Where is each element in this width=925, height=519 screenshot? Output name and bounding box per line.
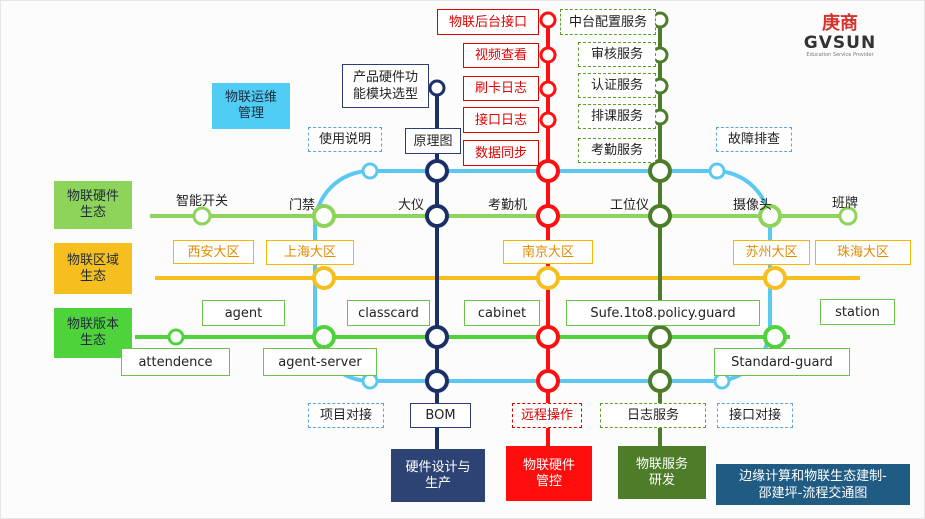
station-red-1 xyxy=(539,11,557,29)
ops-eco-box: 物联运维 管理 xyxy=(212,83,290,129)
label-classcard: classcard xyxy=(347,300,430,326)
label-module-selection: 产品硬件功 能模块选型 xyxy=(342,64,429,108)
station-project-integration xyxy=(361,372,379,390)
terminal-hardware-design: 硬件设计与 生产 xyxy=(391,449,485,502)
label-shanghai: 上海大区 xyxy=(266,240,354,265)
station-ring-red-top xyxy=(536,159,560,183)
station-board xyxy=(838,206,858,226)
label-red-video: 视频查看 xyxy=(463,43,539,68)
station-attendance-machine xyxy=(536,204,560,228)
station-ring-navy-bottom xyxy=(425,369,449,393)
station-policy-guard xyxy=(648,325,672,349)
label-zhuhai: 珠海大区 xyxy=(815,240,911,265)
label-project-integration: 项目对接 xyxy=(308,403,384,428)
label-green-attendance: 考勤服务 xyxy=(578,138,656,163)
station-workstation xyxy=(648,204,672,228)
label-cabinet: cabinet xyxy=(464,300,540,326)
station-red-2 xyxy=(539,46,557,64)
label-red-api: 物联后台接口 xyxy=(437,9,539,35)
diagram-caption: 边缘计算和物联生态建制- 邵建坪-流程交通图 xyxy=(716,464,910,505)
station-red-3 xyxy=(539,80,557,98)
label-workstation: 工位仪 xyxy=(610,198,650,213)
label-green-auth: 认证服务 xyxy=(578,73,656,98)
station-usage-guide xyxy=(361,162,379,180)
logo-en: GVSUN xyxy=(803,33,877,53)
label-bom: BOM xyxy=(410,403,471,428)
label-red-api-log: 接口日志 xyxy=(463,107,539,133)
label-camera: 摄像头 xyxy=(733,198,773,213)
label-door: 门禁 xyxy=(289,198,316,213)
region-eco-box: 物联区域 生态 xyxy=(54,243,132,294)
label-smart-switch: 智能开关 xyxy=(176,194,229,209)
label-attendance-machine: 考勤机 xyxy=(488,198,528,213)
label-station: station xyxy=(820,299,895,325)
logo-tagline: Education Service Provider xyxy=(806,52,874,58)
station-ring-green-bottom xyxy=(648,369,672,393)
label-troubleshoot: 故障排查 xyxy=(716,127,792,152)
label-green-audit: 审核服务 xyxy=(578,42,656,67)
label-green-config: 中台配置服务 xyxy=(560,9,656,35)
station-attendence xyxy=(167,328,185,346)
station-camera xyxy=(758,204,782,228)
station-troubleshoot xyxy=(708,162,726,180)
label-xian: 西安大区 xyxy=(173,240,254,264)
label-board: 班牌 xyxy=(832,196,859,211)
station-ring-navy-top xyxy=(425,159,449,183)
label-agent: agent xyxy=(202,300,285,326)
label-green-schedule: 排课服务 xyxy=(578,104,656,129)
station-smart-switch xyxy=(192,206,212,226)
label-red-card-log: 刷卡日志 xyxy=(463,76,539,101)
logo: 庚商 GVSUN Education Service Provider xyxy=(800,14,880,59)
terminal-service-dev: 物联服务 研发 xyxy=(618,446,706,499)
label-attendence: attendence xyxy=(121,348,230,376)
label-policy-guard: Sufe.1to8.policy.guard xyxy=(566,300,760,326)
hardware-eco-box: 物联硬件 生态 xyxy=(54,181,132,229)
label-agent-server: agent-server xyxy=(263,348,377,376)
label-green-log: 日志服务 xyxy=(600,403,706,428)
logo-cn: 庚商 xyxy=(822,13,858,34)
label-suzhou: 苏州大区 xyxy=(733,240,810,265)
terminal-hardware-control: 物联硬件 管控 xyxy=(506,446,592,501)
station-classcard xyxy=(425,325,449,349)
station-ring-green-top xyxy=(648,159,672,183)
station-instrument xyxy=(425,204,449,228)
station-ring-red-bottom xyxy=(536,369,560,393)
station-interface-integration xyxy=(713,372,731,390)
label-red-data-sync: 数据同步 xyxy=(463,140,539,166)
station-navy-origin xyxy=(428,79,446,97)
version-eco-box: 物联版本 生态 xyxy=(54,308,132,358)
station-red-4 xyxy=(539,111,557,129)
label-interface-integration: 接口对接 xyxy=(717,403,793,428)
label-schematic: 原理图 xyxy=(405,128,461,154)
station-standard-guard xyxy=(763,325,787,349)
station-shanghai xyxy=(312,266,336,290)
label-usage-guide: 使用说明 xyxy=(308,127,382,152)
station-agent-server xyxy=(312,325,336,349)
station-suzhou xyxy=(763,266,787,290)
station-door xyxy=(312,204,336,228)
label-nanjing: 南京大区 xyxy=(503,240,593,264)
station-cabinet xyxy=(536,325,560,349)
label-standard-guard: Standard-guard xyxy=(714,348,850,376)
station-nanjing xyxy=(536,266,560,290)
label-red-remote: 远程操作 xyxy=(512,403,582,428)
label-instrument: 大仪 xyxy=(398,198,425,213)
